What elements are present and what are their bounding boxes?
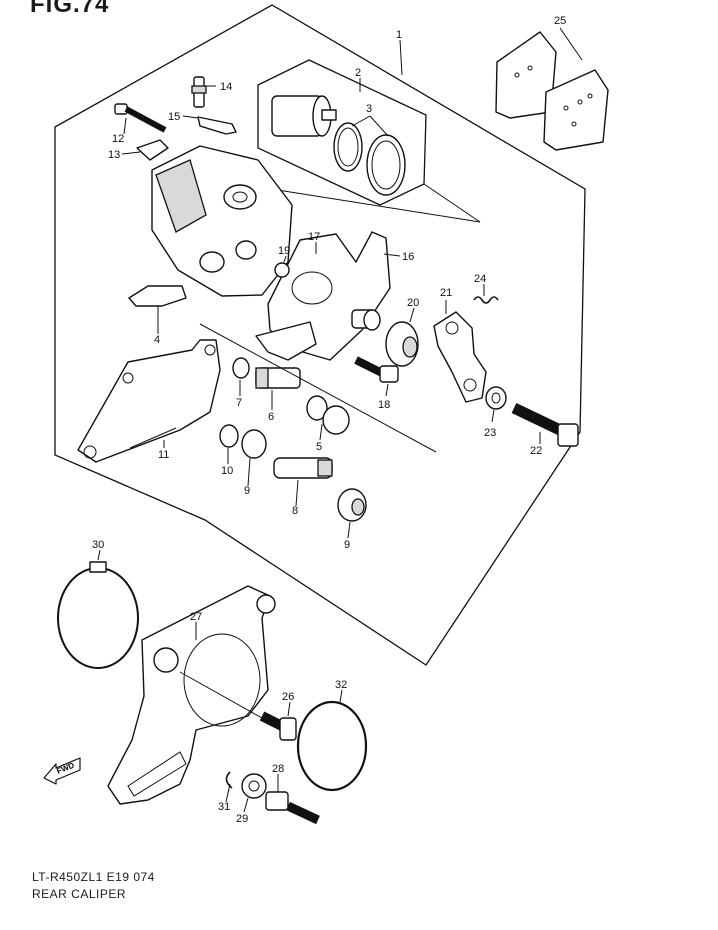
holder-pin [351, 309, 381, 331]
callout-29: 29 [236, 813, 248, 825]
callout-28: 28 [272, 763, 284, 775]
callout-19: 19 [278, 245, 290, 257]
callout-20: 20 [407, 297, 419, 309]
return-spring [473, 296, 499, 304]
callout-22: 22 [530, 445, 542, 457]
callout-17: 17 [308, 231, 320, 243]
leader-lines [97, 27, 583, 813]
caliper-body [151, 145, 293, 297]
callout-2: 2 [355, 67, 361, 79]
callout-25: 25 [554, 15, 566, 27]
guide-pin [273, 457, 333, 479]
pad-spring [128, 285, 187, 307]
callout-27: 27 [190, 611, 202, 623]
callout-8: 8 [292, 505, 298, 517]
figure-title: FIG.74 [30, 0, 110, 18]
callout-23: 23 [484, 427, 496, 439]
callout-31: 31 [218, 801, 230, 813]
lock-plate [136, 139, 169, 161]
callout-3: 3 [366, 103, 372, 115]
callout-18: 18 [378, 399, 390, 411]
slide-pin [306, 395, 350, 435]
assembly-frame [54, 4, 586, 666]
washer [232, 357, 250, 379]
brake-pads [495, 31, 609, 151]
callout-1: 1 [396, 29, 402, 41]
fwd-arrow-icon: FWD [43, 757, 81, 785]
pivot-bolt [265, 791, 320, 825]
sleeve [255, 367, 301, 389]
callout-6: 6 [268, 411, 274, 423]
callout-24: 24 [474, 273, 486, 285]
caliper-mount-plate [107, 585, 276, 805]
caliper-bolt [114, 103, 167, 133]
callout-11: 11 [158, 449, 169, 461]
callout-14: 14 [220, 81, 232, 93]
callout-26: 26 [282, 691, 294, 703]
large-o-ring [296, 700, 368, 792]
callout-labels: 1 2 3 4 5 6 7 8 9 9 10 11 12 13 14 15 16… [92, 15, 566, 825]
callout-16: 16 [402, 251, 414, 263]
callout-21: 21 [440, 287, 452, 299]
piston [271, 95, 337, 137]
circlip [57, 561, 139, 669]
piston-seals [333, 122, 406, 196]
mount-bolt [259, 711, 297, 741]
boot-lower [337, 488, 367, 522]
dust-seal [219, 424, 239, 448]
o-ring [274, 262, 290, 278]
pin-boot [385, 321, 419, 367]
callout-30: 30 [92, 539, 104, 551]
snap-ring [225, 771, 233, 789]
callout-9b: 9 [344, 539, 350, 551]
callout-10: 10 [221, 465, 233, 477]
callout-13: 13 [108, 149, 120, 161]
callout-5: 5 [316, 441, 322, 453]
callout-12: 12 [112, 133, 124, 145]
holder-bolt [354, 356, 399, 383]
bracket-bolt [511, 403, 579, 447]
figure-name: REAR CALIPER [32, 887, 127, 901]
lock-nut [485, 386, 507, 410]
caliper-clip [197, 116, 237, 135]
callout-15: 15 [168, 111, 180, 123]
callout-4: 4 [154, 334, 160, 346]
callout-7: 7 [236, 397, 242, 409]
pivot-collar [241, 773, 267, 799]
lever-bracket [433, 311, 487, 403]
caliper-bracket [77, 339, 221, 463]
boot-upper [241, 429, 267, 459]
callout-32: 32 [335, 679, 347, 691]
callout-9a: 9 [244, 485, 250, 497]
bleeder-valve [191, 76, 207, 108]
figure-code: LT-R450ZL1 E19 074 [32, 870, 155, 884]
figure-footer: LT-R450ZL1 E19 074 REAR CALIPER [32, 869, 155, 903]
